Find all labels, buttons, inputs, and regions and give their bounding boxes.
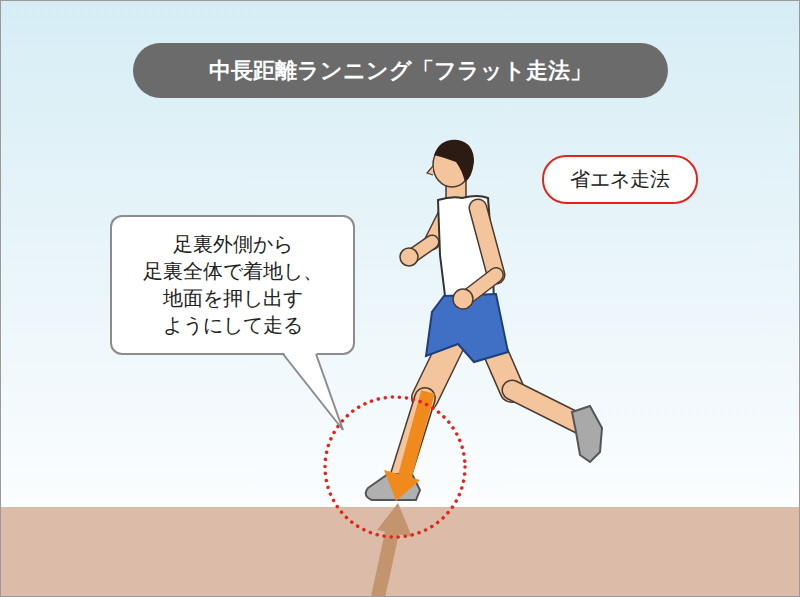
reaction-arrow	[377, 503, 412, 597]
speech-bubble: 足裏外側から 足裏全体で着地し、 地面を押し出す ようにして走る	[110, 215, 355, 355]
highlight-box: 省エネ走法	[542, 155, 698, 204]
focus-circle	[325, 397, 465, 537]
force-arrow	[384, 392, 428, 501]
back-leg	[488, 335, 602, 462]
sky	[0, 0, 800, 507]
node-text: 省エネ走法	[570, 166, 670, 193]
title-pill: 中長距離ランニング「フラット走法」	[133, 43, 668, 98]
bubble-tail-outline	[283, 354, 343, 430]
bubble-tail-fill	[283, 352, 343, 430]
front-leg	[366, 330, 458, 500]
near-arm	[453, 208, 496, 309]
node-text: 足裏外側から 足裏全体で着地し、 地面を押し出す ようにして走る	[122, 231, 343, 339]
head	[427, 140, 474, 204]
